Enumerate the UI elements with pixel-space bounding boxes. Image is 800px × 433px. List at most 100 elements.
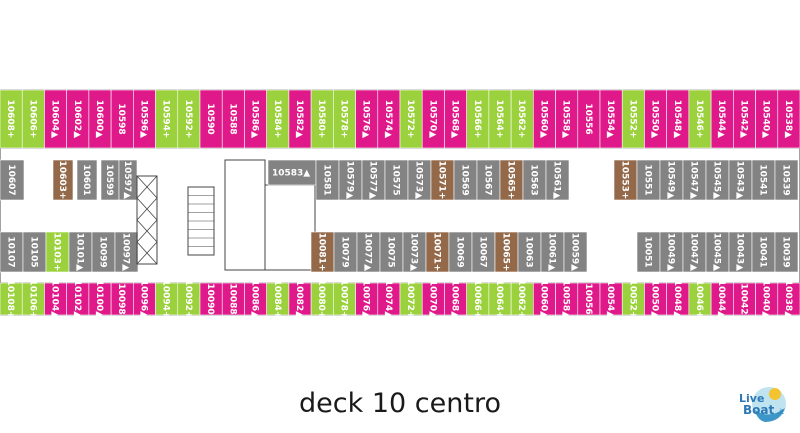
top-inner-right-cabin-4[interactable]: 10575	[384, 159, 409, 201]
bottom-inner-right-cabin-9[interactable]: 10063	[517, 231, 542, 273]
top-inner-right-cabin-19[interactable]: 10539	[774, 159, 799, 201]
top-outer-cabin-35[interactable]: 10538▲	[777, 89, 800, 149]
top-inner-right-cabin-18[interactable]: 10541	[751, 159, 776, 201]
top-outer-cabin-12[interactable]: 10584+	[266, 89, 290, 149]
top-inner-right-cabin-6[interactable]: 10571+	[430, 159, 455, 201]
bottom-outer-cabin-25[interactable]: 10058▲	[555, 280, 579, 318]
bottom-outer-cabin-34[interactable]: 10040▲	[755, 280, 779, 318]
top-outer-cabin-6[interactable]: 10596▲	[133, 89, 156, 149]
top-outer-cabin-25[interactable]: 10558▲	[555, 89, 579, 149]
top-inner-left-cabin-3[interactable]: 10599	[100, 159, 120, 201]
bottom-inner-left-cabin-2[interactable]: 10103+	[45, 231, 70, 273]
top-inner-right-cabin-5[interactable]: 10573▲	[407, 159, 432, 201]
bottom-inner-right-cabin-18[interactable]: 10039	[774, 231, 799, 273]
bottom-outer-cabin-24[interactable]: 10060▲	[533, 280, 556, 318]
top-outer-cabin-16[interactable]: 10576▲	[355, 89, 379, 149]
top-outer-cabin-19[interactable]: 10570▲	[421, 89, 445, 149]
bottom-inner-right-cabin-7[interactable]: 10067	[471, 231, 496, 273]
bottom-outer-cabin-33[interactable]: 10042	[733, 282, 756, 316]
top-inner-left-cabin-0[interactable]: 10607	[0, 159, 25, 201]
top-outer-cabin-7[interactable]: 10594+	[155, 89, 179, 149]
bottom-outer-cabin-0[interactable]: 10108+	[0, 280, 23, 319]
bottom-inner-right-cabin-10[interactable]: 10061▲	[540, 231, 565, 273]
top-inner-right-cabin-8[interactable]: 10567	[476, 159, 501, 201]
top-outer-cabin-26[interactable]: 10556	[577, 89, 601, 149]
top-outer-cabin-24[interactable]: 10560▲	[533, 89, 556, 149]
bottom-outer-cabin-2[interactable]: 10104▲	[44, 280, 67, 318]
bottom-inner-left-cabin-5[interactable]: 10097▲	[114, 231, 139, 273]
bottom-outer-cabin-6[interactable]: 10096▲	[133, 280, 156, 318]
top-inner-left-cabin-1[interactable]: 10603+	[52, 159, 74, 201]
top-inner-right-cabin-16[interactable]: 10545▲	[705, 159, 730, 201]
bottom-outer-cabin-28[interactable]: 10052+	[621, 280, 645, 319]
bottom-outer-cabin-1[interactable]: 10106+	[21, 280, 45, 319]
top-outer-cabin-34[interactable]: 10540▲	[755, 89, 779, 149]
top-inner-right-cabin-13[interactable]: 10551	[636, 159, 661, 201]
top-outer-cabin-31[interactable]: 10546+	[688, 89, 712, 149]
bottom-inner-right-cabin-4[interactable]: 10073▲	[402, 231, 427, 273]
bottom-outer-cabin-8[interactable]: 10092+	[177, 280, 201, 319]
bottom-inner-right-cabin-14[interactable]: 10047▲	[682, 231, 707, 273]
bottom-outer-cabin-14[interactable]: 10080+	[310, 280, 334, 319]
bottom-outer-cabin-26[interactable]: 10056	[577, 282, 601, 316]
top-outer-cabin-3[interactable]: 10602▲	[66, 89, 90, 149]
top-inner-right-cabin-10[interactable]: 10563	[522, 159, 547, 201]
bottom-outer-cabin-3[interactable]: 10102▲	[66, 280, 90, 318]
bottom-outer-cabin-12[interactable]: 10084+	[266, 280, 290, 319]
bottom-outer-cabin-29[interactable]: 10050▲	[644, 280, 667, 318]
bottom-outer-cabin-16[interactable]: 10076▲	[355, 280, 379, 318]
bottom-outer-cabin-17[interactable]: 10074▲	[377, 280, 401, 318]
top-outer-cabin-32[interactable]: 10544▲	[710, 89, 734, 149]
top-outer-cabin-2[interactable]: 10604▲	[44, 89, 67, 149]
top-outer-cabin-23[interactable]: 10562+	[510, 89, 534, 149]
top-outer-cabin-5[interactable]: 10598	[110, 89, 134, 149]
bottom-outer-cabin-30[interactable]: 10048▲	[666, 280, 690, 318]
top-outer-cabin-30[interactable]: 10548▲	[666, 89, 690, 149]
bottom-outer-cabin-7[interactable]: 10094+	[155, 280, 179, 319]
top-inner-right-cabin-0[interactable]: 10583▲	[267, 159, 317, 186]
top-inner-left-cabin-2[interactable]: 10601	[76, 159, 98, 201]
bottom-inner-right-cabin-17[interactable]: 10041	[751, 231, 776, 273]
bottom-outer-cabin-10[interactable]: 10088	[221, 282, 245, 316]
bottom-outer-cabin-27[interactable]: 10054▲	[599, 280, 623, 318]
bottom-outer-cabin-18[interactable]: 10072+	[399, 280, 423, 319]
top-outer-cabin-8[interactable]: 10592+	[177, 89, 201, 149]
top-outer-cabin-13[interactable]: 10582▲	[288, 89, 312, 149]
bottom-inner-right-cabin-16[interactable]: 10043▲	[728, 231, 753, 273]
top-outer-cabin-22[interactable]: 10564+	[488, 89, 512, 149]
bottom-inner-right-cabin-8[interactable]: 10065+	[494, 231, 519, 273]
bottom-outer-cabin-5[interactable]: 10098	[110, 282, 134, 316]
top-outer-cabin-4[interactable]: 10600▲	[88, 89, 112, 149]
top-outer-cabin-21[interactable]: 10566+	[466, 89, 490, 149]
top-inner-right-cabin-7[interactable]: 10569	[453, 159, 478, 201]
bottom-inner-left-cabin-4[interactable]: 10099	[91, 231, 116, 273]
bottom-outer-cabin-15[interactable]: 10078+	[333, 280, 356, 319]
top-inner-right-cabin-9[interactable]: 10565+	[499, 159, 524, 201]
bottom-inner-right-cabin-5[interactable]: 10071+	[425, 231, 450, 273]
bottom-outer-cabin-20[interactable]: 10068▲	[444, 280, 467, 318]
top-outer-cabin-0[interactable]: 10608+	[0, 89, 23, 149]
top-outer-cabin-1[interactable]: 10606+	[21, 89, 45, 149]
bottom-inner-right-cabin-2[interactable]: 10077▲	[356, 231, 381, 273]
top-inner-right-cabin-14[interactable]: 10549▲	[659, 159, 684, 201]
top-inner-right-cabin-17[interactable]: 10543▲	[728, 159, 753, 201]
top-inner-right-cabin-15[interactable]: 10547▲	[682, 159, 707, 201]
bottom-outer-cabin-23[interactable]: 10062+	[510, 280, 534, 319]
bottom-inner-left-cabin-1[interactable]: 10105	[22, 231, 47, 273]
bottom-outer-cabin-22[interactable]: 10064+	[488, 280, 512, 319]
bottom-inner-left-cabin-3[interactable]: 10101▲	[68, 231, 93, 273]
bottom-inner-right-cabin-13[interactable]: 10049▲	[659, 231, 684, 273]
bottom-inner-right-cabin-1[interactable]: 10079	[333, 231, 358, 273]
bottom-inner-right-cabin-15[interactable]: 10045▲	[705, 231, 730, 273]
bottom-outer-cabin-11[interactable]: 10086▲	[244, 280, 267, 318]
bottom-inner-right-cabin-3[interactable]: 10075	[379, 231, 404, 273]
bottom-outer-cabin-32[interactable]: 10044▲	[710, 280, 734, 318]
bottom-outer-cabin-35[interactable]: 10038▲	[777, 280, 800, 318]
bottom-outer-cabin-31[interactable]: 10046+	[688, 280, 712, 319]
top-outer-cabin-14[interactable]: 10580+	[310, 89, 334, 149]
top-inner-left-cabin-4[interactable]: 10597▲	[118, 159, 138, 201]
top-outer-cabin-27[interactable]: 10554▲	[599, 89, 623, 149]
top-outer-cabin-33[interactable]: 10542▲	[733, 89, 756, 149]
top-outer-cabin-18[interactable]: 10572+	[399, 89, 423, 149]
bottom-outer-cabin-13[interactable]: 10082▲	[288, 280, 312, 318]
